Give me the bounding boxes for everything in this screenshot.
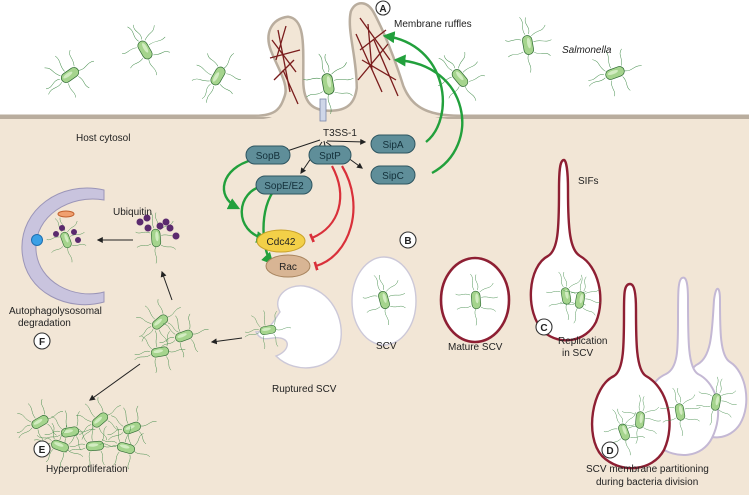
marker-d-circle: [601, 441, 619, 459]
marker-e: E: [39, 445, 46, 456]
ubiquitin-chain-icon: [136, 214, 180, 240]
marker-c: C: [540, 323, 547, 334]
hyperproliferation-label: Hyperprotliferation: [46, 464, 128, 475]
ruptured-scv-vacuole: [240, 285, 342, 369]
gtpase-rac: Rac: [265, 254, 311, 278]
marker-f-circle: [33, 332, 51, 350]
autophago-label-2: degradation: [18, 318, 71, 329]
ruptured-scv-label: Ruptured SCV: [272, 384, 337, 395]
effector-sipc-label: SipC: [382, 171, 404, 182]
effector-sopb-label: SopB: [256, 151, 281, 162]
partitioning-scv-vacuoles: [590, 276, 748, 470]
effector-sipa-label: SipA: [382, 140, 403, 151]
rupture-arrow: [210, 337, 243, 345]
mature-scv-vacuole: [439, 256, 511, 344]
marker-a-circle: [375, 0, 391, 16]
replication-label-1: Replication: [558, 336, 607, 347]
marker-f: F: [39, 337, 45, 348]
scv-label: SCV: [376, 341, 397, 352]
marker-e-circle: [33, 440, 51, 458]
inhibition-arrows: [309, 165, 355, 271]
t3ss1-needle: [319, 98, 327, 122]
autophagosome: [21, 187, 105, 306]
ubiquitin-label: Ubiquitin: [113, 207, 152, 218]
partition-label-1: SCV membrane partitioning: [586, 464, 709, 475]
marker-b: B: [404, 236, 411, 247]
sifs-label: SIFs: [578, 176, 599, 187]
salmonella-bacterium-icon: [32, 12, 649, 118]
autophago-label-1: Autophagolysosomal: [9, 306, 102, 317]
t3ss1-label: T3SS-1: [323, 128, 357, 139]
effector-sope-label: SopE/E2: [264, 181, 304, 192]
host-cytosol-label: Host cytosol: [76, 133, 130, 144]
scv-vacuole: [351, 256, 417, 346]
actin-filament-icon: [269, 17, 399, 105]
marker-d: D: [606, 446, 613, 457]
effector-sptp-label: SptP: [319, 151, 341, 162]
gtpase-rac-label: Rac: [279, 262, 297, 273]
effector-sipa: SipA: [370, 134, 416, 154]
activation-arrows: [222, 31, 464, 265]
replication-label-2: in SCV: [562, 348, 593, 359]
effector-sptp: SptP: [308, 145, 352, 165]
mature-scv-label: Mature SCV: [448, 342, 503, 353]
proliferation-arrow: [89, 363, 141, 401]
ubiquitination-arrow: [160, 270, 173, 301]
gtpase-cdc42: Cdc42: [256, 229, 306, 253]
marker-c-circle: [535, 318, 553, 336]
marker-a: A: [379, 4, 386, 15]
gtpase-cdc42-label: Cdc42: [267, 237, 296, 248]
effector-sopb: SopB: [245, 145, 291, 165]
salmonella-label: Salmonella: [562, 45, 612, 56]
marker-b-circle: [399, 231, 417, 249]
effector-sope: SopE/E2: [255, 175, 313, 195]
membrane-ruffles-label: Membrane ruffles: [394, 19, 472, 30]
effector-sipc: SipC: [370, 165, 416, 185]
partition-label-2: during bacteria division: [596, 477, 698, 488]
